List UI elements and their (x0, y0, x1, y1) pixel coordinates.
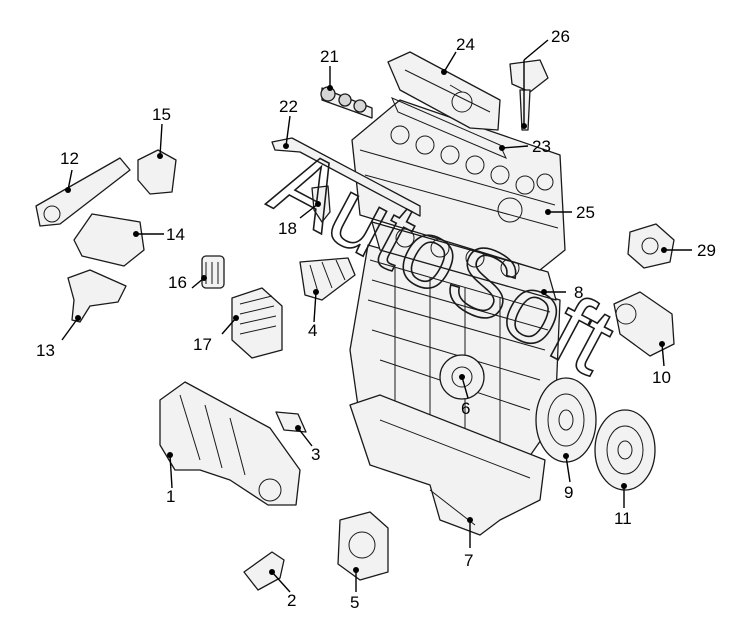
engine-mount-bracket (137, 149, 177, 195)
callout-5: 5 (350, 593, 359, 612)
valve-cover-gasket (391, 97, 507, 159)
leader-lines (61, 39, 692, 593)
callout-23: 23 (532, 137, 551, 156)
flywheel (535, 377, 597, 463)
callout-17: 17 (193, 335, 212, 354)
intake-manifold (159, 381, 301, 506)
engine-mount (73, 213, 145, 267)
callout-labels: 1 2 3 4 5 6 7 8 9 10 11 12 13 14 15 16 1… (36, 27, 716, 612)
callout-10: 10 (652, 368, 671, 387)
ignition-coil (509, 59, 549, 131)
callout-4: 4 (308, 321, 317, 340)
callout-7: 7 (464, 551, 473, 570)
leader-dots (65, 69, 667, 575)
cylinder-head (351, 99, 566, 271)
callout-16: 16 (168, 273, 187, 292)
callout-11: 11 (614, 509, 632, 528)
oil-filter (201, 255, 225, 289)
callout-8: 8 (574, 283, 583, 302)
oil-cooler (231, 287, 283, 359)
callout-14: 14 (166, 225, 185, 244)
callout-1: 1 (166, 487, 175, 506)
callout-3: 3 (311, 445, 320, 464)
callout-24: 24 (456, 35, 475, 54)
thermostat-housing (627, 223, 675, 269)
callout-22: 22 (279, 97, 298, 116)
bracket (243, 551, 285, 591)
clutch-disc (594, 409, 656, 491)
callout-18: 18 (278, 219, 297, 238)
callout-29: 29 (697, 241, 716, 260)
throttle-body (337, 511, 389, 581)
callout-21: 21 (320, 47, 339, 66)
callout-6: 6 (461, 399, 470, 418)
starter-motor (613, 291, 675, 357)
balance-shaft (299, 257, 356, 301)
valve-cover (387, 51, 501, 131)
transmission-mount (67, 269, 127, 323)
callout-15: 15 (152, 105, 171, 124)
callout-26: 26 (551, 27, 570, 46)
camshaft (320, 86, 373, 119)
callout-12: 12 (60, 149, 79, 168)
torque-rod (35, 157, 131, 227)
callout-9: 9 (564, 483, 573, 502)
callout-25: 25 (576, 203, 595, 222)
throttle-gasket (275, 411, 307, 433)
callout-2: 2 (287, 591, 296, 610)
callout-13: 13 (36, 341, 55, 360)
